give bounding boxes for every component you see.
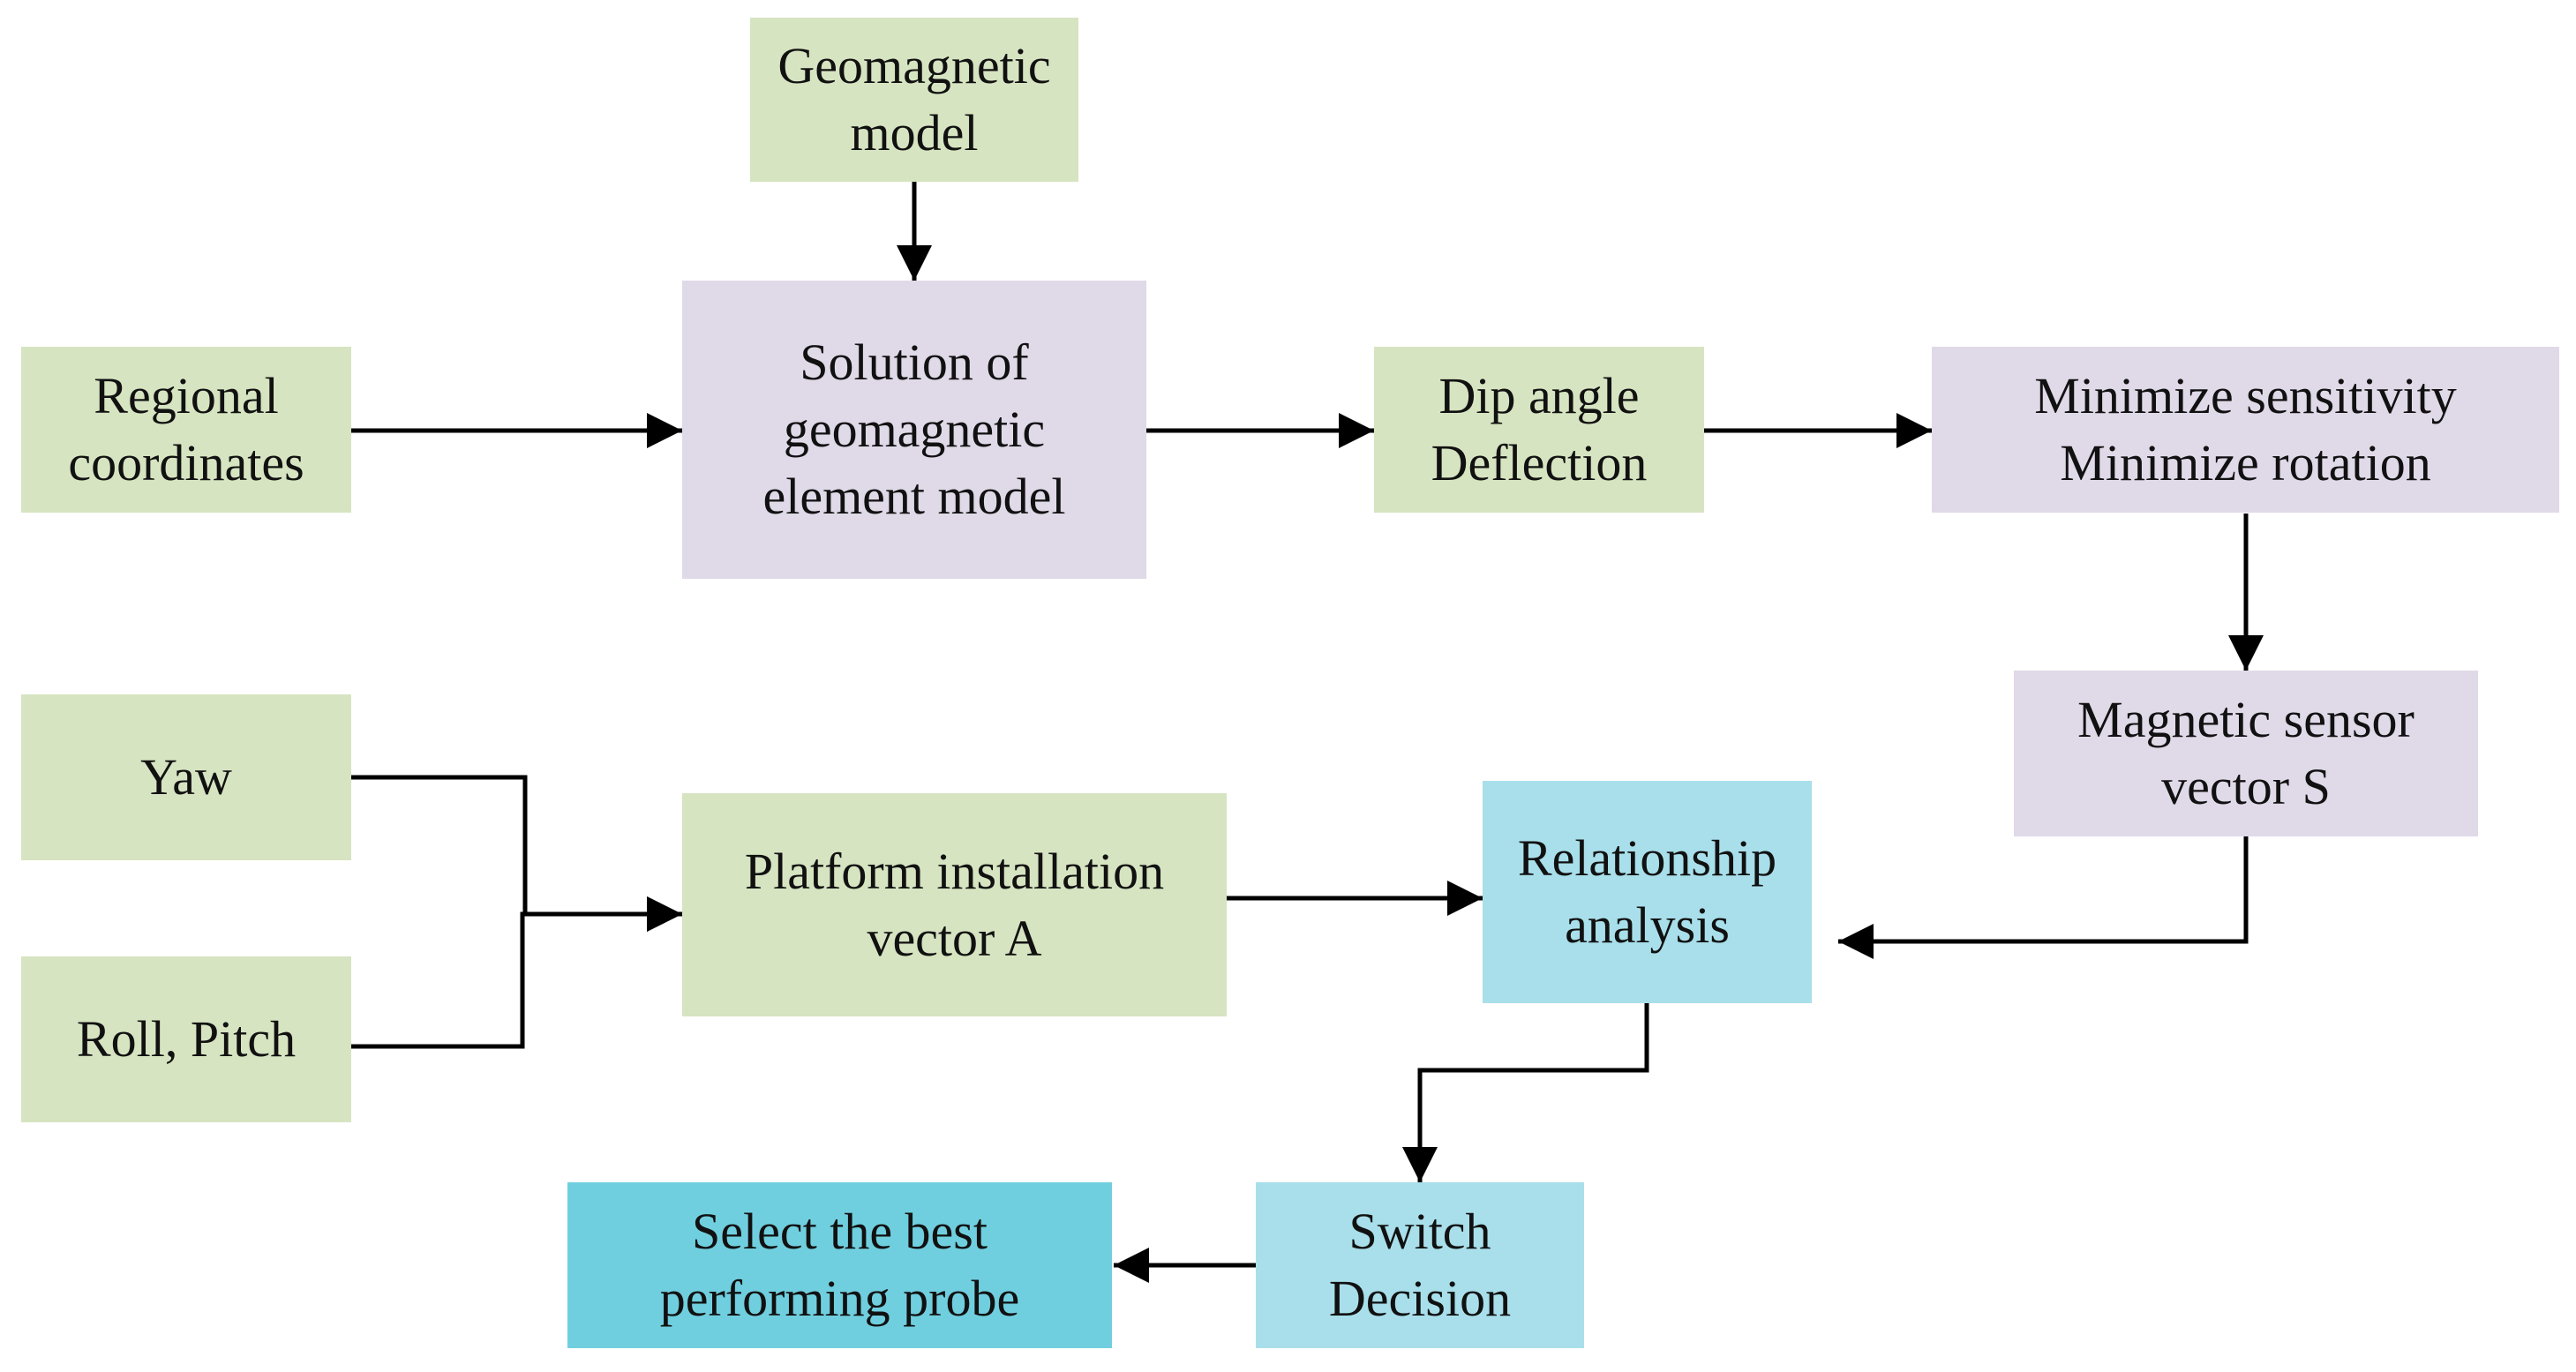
- node-yaw: Yaw: [21, 694, 351, 860]
- node-regional-line-1: Regional: [94, 367, 279, 424]
- edge-roll-to-platform: [351, 896, 682, 1049]
- node-solution: Solution of geomagnetic element model: [682, 281, 1146, 579]
- node-magnetic: Magnetic sensor vector S: [2014, 671, 2478, 836]
- node-dip: Dip angle Deflection: [1374, 347, 1704, 513]
- node-platform: Platform installation vector A: [682, 793, 1227, 1016]
- node-select-line-1: Select the best: [691, 1203, 988, 1260]
- node-relationship: Relationship analysis: [1483, 781, 1812, 1003]
- node-minimize: Minimize sensitivity Minimize rotation: [1932, 347, 2559, 513]
- node-regional: Regional coordinates: [21, 347, 351, 513]
- node-platform-line-2: vector A: [867, 909, 1042, 967]
- node-regional-line-2: coordinates: [68, 434, 304, 491]
- node-switch-line-2: Decision: [1328, 1270, 1512, 1327]
- node-yaw-line-1: Yaw: [140, 748, 232, 806]
- node-roll: Roll, Pitch: [21, 956, 351, 1122]
- node-switch: Switch Decision: [1256, 1182, 1584, 1348]
- node-select: Select the best performing probe: [567, 1182, 1112, 1348]
- node-dip-line-1: Dip angle: [1438, 367, 1640, 424]
- node-geomagnetic-model-line-1: Geomagnetic: [777, 37, 1051, 94]
- node-relationship-line-1: Relationship: [1517, 829, 1777, 887]
- edge-magnetic-to-relationship: [1838, 836, 2249, 959]
- node-roll-line-1: Roll, Pitch: [76, 1010, 297, 1068]
- node-magnetic-line-2: vector S: [2161, 758, 2331, 815]
- node-dip-line-2: Deflection: [1431, 434, 1648, 491]
- node-solution-line-3: element model: [762, 468, 1066, 525]
- node-relationship-line-2: analysis: [1565, 896, 1730, 954]
- node-solution-line-1: Solution of: [800, 334, 1029, 391]
- node-minimize-line-2: Minimize rotation: [2060, 434, 2431, 491]
- node-solution-line-2: geomagnetic: [783, 401, 1046, 458]
- edge-relationship-to-switch: [1402, 1003, 1649, 1182]
- node-select-line-2: performing probe: [659, 1270, 1020, 1327]
- edge-yaw-to-platform: [351, 775, 682, 932]
- node-minimize-line-1: Minimize sensitivity: [2034, 367, 2457, 424]
- node-geomagnetic-model: Geomagnetic model: [750, 18, 1078, 182]
- node-switch-line-1: Switch: [1348, 1203, 1491, 1260]
- node-geomagnetic-model-line-2: model: [850, 104, 979, 161]
- node-platform-line-1: Platform installation: [744, 842, 1165, 900]
- node-magnetic-line-1: Magnetic sensor: [2077, 691, 2415, 748]
